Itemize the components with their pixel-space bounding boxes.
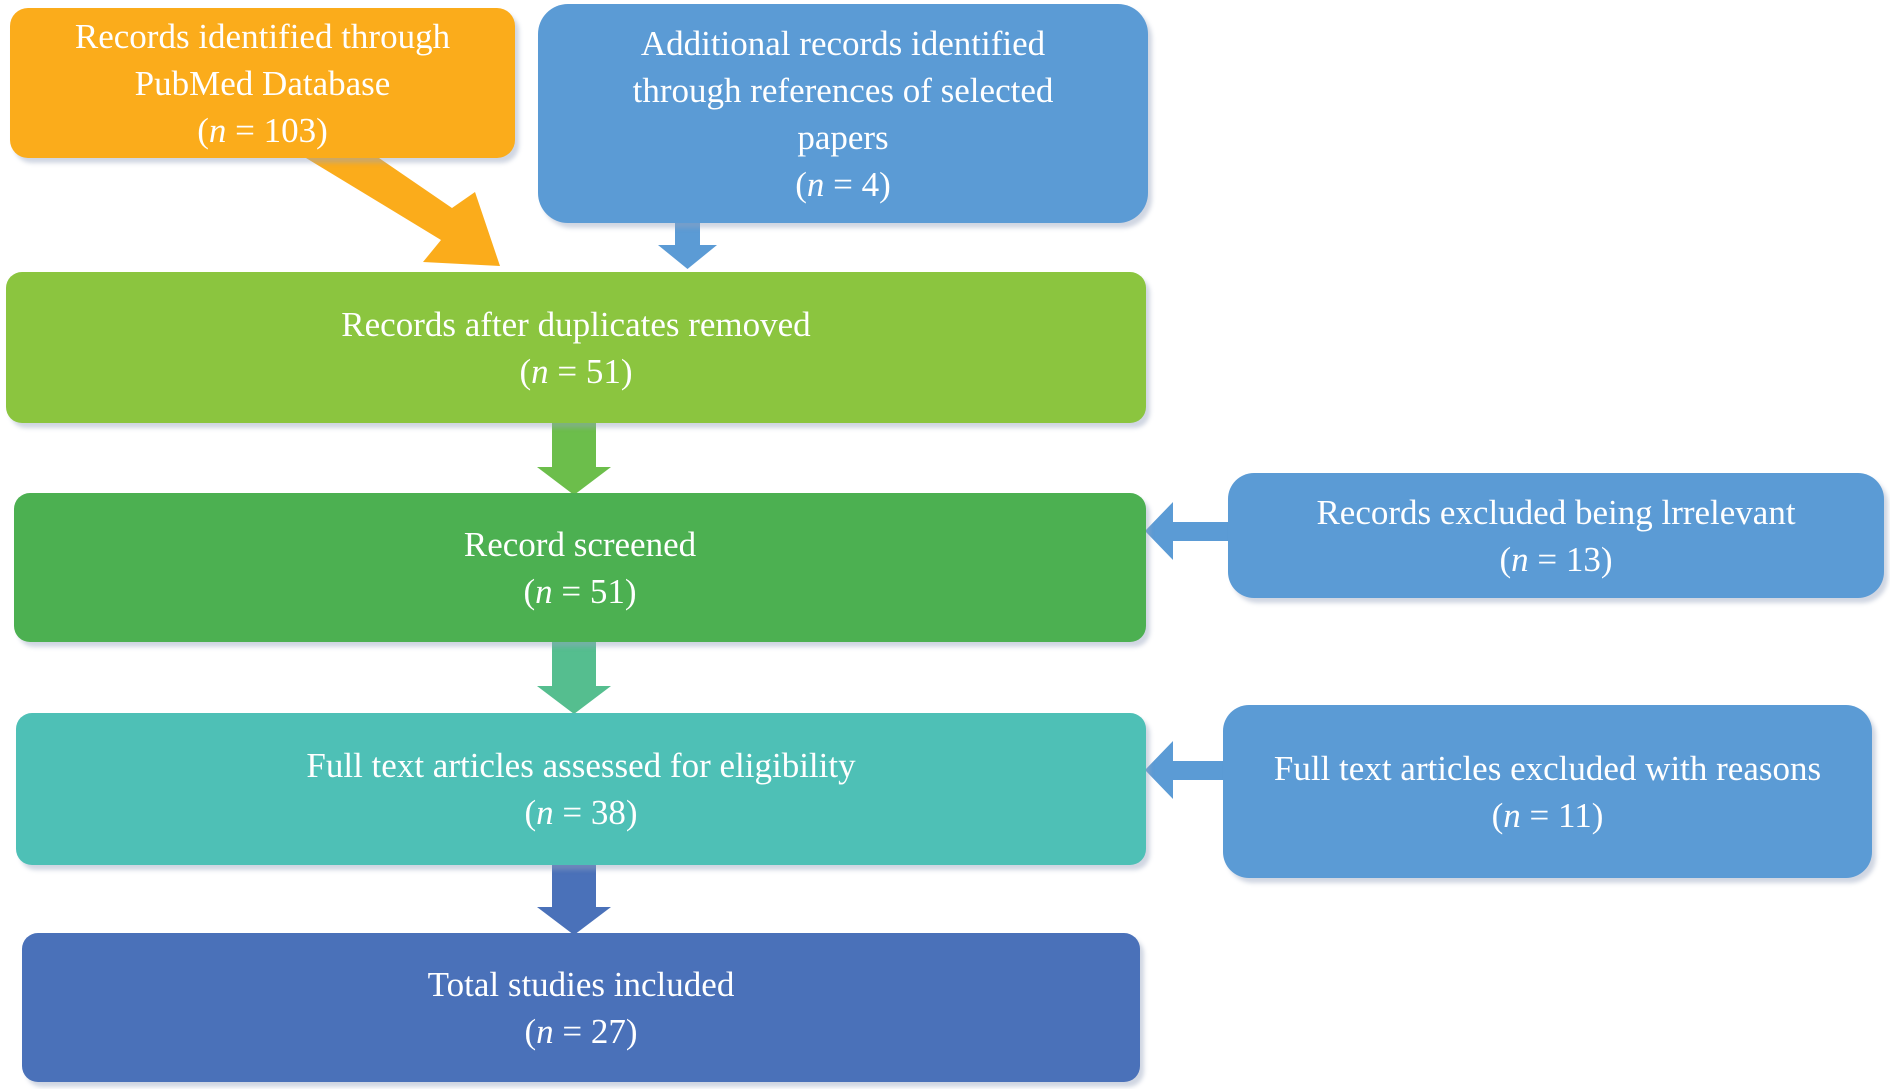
node-fulltext-assessed-title: Full text articles assessed for eligibil… <box>306 746 856 785</box>
node-duplicates-removed-title: Records after duplicates removed <box>341 304 811 344</box>
node-fulltext-assessed-count: (n = 38) <box>524 793 638 832</box>
arrow-identified-to-duplicates-icon <box>306 158 500 266</box>
node-records-excluded-title: Records excluded being lrrelevant <box>1316 492 1796 532</box>
node-records-screened-count: (n = 51) <box>523 571 637 611</box>
node-records-screened: Record screened (n = 51) <box>14 493 1146 642</box>
node-studies-included: Total studies included (n = 27) <box>22 933 1140 1082</box>
node-fulltext-excluded-count: (n = 11) <box>1491 795 1604 835</box>
node-duplicates-removed-count: (n = 51) <box>519 351 633 391</box>
arrow-additional-to-duplicates-icon <box>658 223 717 269</box>
node-records-identified: Records identified through PubMed Databa… <box>10 8 515 158</box>
node-studies-included-count: (n = 27) <box>524 1011 638 1051</box>
arrow-screened-to-fulltext-icon <box>537 642 611 714</box>
node-records-identified-title: Records identified through PubMed Databa… <box>74 16 451 103</box>
arrow-fulltext-to-included-icon <box>537 863 611 935</box>
node-additional-records: Additional records identified through re… <box>538 4 1148 223</box>
node-records-identified-count: (n = 103) <box>197 110 328 150</box>
node-fulltext-assessed: Full text articles assessed for eligibil… <box>16 713 1146 865</box>
node-duplicates-removed: Records after duplicates removed (n = 51… <box>6 272 1146 423</box>
node-studies-included-title: Total studies included <box>427 964 735 1004</box>
arrow-excluded-to-screened-icon <box>1145 502 1240 560</box>
node-records-excluded-count: (n = 13) <box>1499 539 1613 579</box>
arrow-excluded-to-fulltext-icon <box>1145 741 1240 799</box>
node-fulltext-excluded: Full text articles excluded with reasons… <box>1223 705 1872 878</box>
node-additional-records-title: Additional records identified through re… <box>632 23 1054 157</box>
node-fulltext-excluded-title: Full text articles excluded with reasons <box>1273 748 1822 788</box>
node-additional-records-count: (n = 4) <box>795 164 891 204</box>
node-records-excluded: Records excluded being lrrelevant (n = 1… <box>1228 473 1884 598</box>
node-records-screened-title: Record screened <box>463 524 697 564</box>
arrow-duplicates-to-screened-icon <box>537 423 611 495</box>
